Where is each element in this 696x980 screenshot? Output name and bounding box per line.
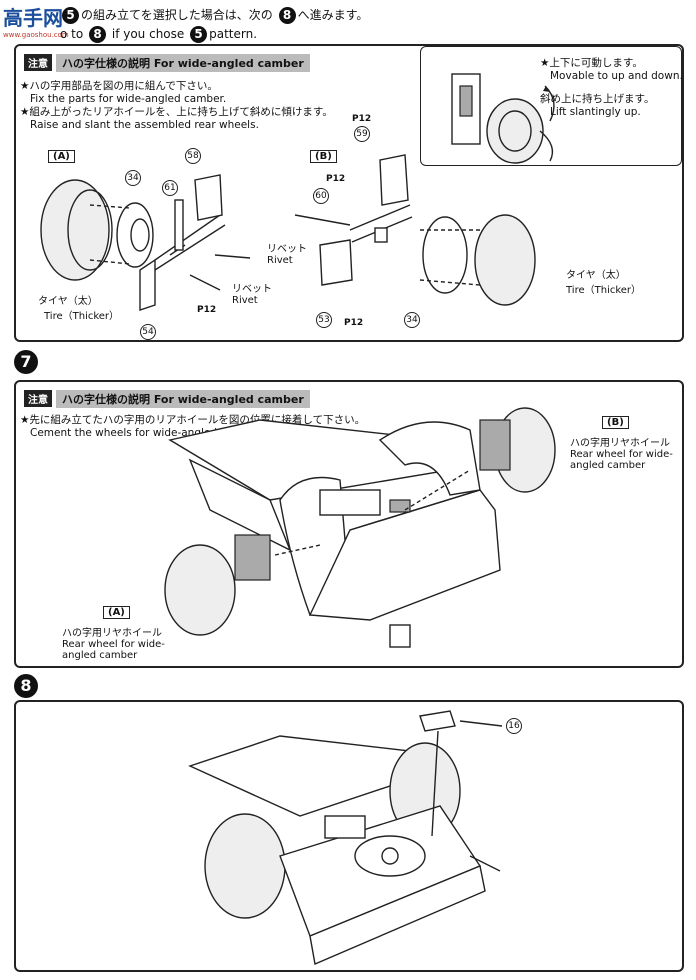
variant-a-label: (A) [48,150,75,163]
inset-box [420,46,682,166]
step-ref-icon: 5 [190,26,208,43]
part-60: 60 [313,188,329,204]
step-7-chassis-illustration [164,407,556,648]
page-ref: P12 [352,114,372,124]
step-ref-icon: 8 [89,26,107,43]
note-header: 注意ハの字仕様の説明 For wide-angled camber [24,54,310,72]
part-58: 58 [185,148,201,164]
rivet-label-b: リベット Rivet [267,244,307,266]
part-34: 34 [125,170,141,186]
instructions: ★ハの字用部品を図の用に組んで下さい。 Fix the parts for wi… [20,80,333,131]
rear-wheel-label-a: ハの字用リヤホイール Rear wheel for wide- angled c… [62,628,165,661]
wide-camber-panel [14,44,684,342]
part-16: 16 [506,718,522,734]
variant-b-label: (B) [602,416,629,429]
tire-label-a: タイヤ（太） Tire（Thicker） [38,296,120,322]
rivet-label-a: リベット Rivet [232,284,272,306]
site-logo: 高手网 www.gaoshou.com [3,6,69,39]
assembly-a-illustration [40,174,251,311]
part-34: 34 [404,312,420,328]
step-8-badge: 8 [14,674,38,698]
page-ref: P12 [197,305,217,315]
variant-a-label: (A) [103,606,130,619]
page-ref: P12 [344,318,364,328]
inset-illustration [451,73,555,164]
tire-label-b: タイヤ（太） Tire（Thicker） [566,270,642,296]
assembly-b-illustration [294,154,536,306]
variant-b-label: (B) [310,150,337,163]
step-ref-icon: 5 [62,7,79,24]
inset-text: ★上下に可動します。 Movable to up and down. 斜め上に持… [540,57,683,118]
part-53: 53 [316,312,332,328]
part-61: 61 [162,180,178,196]
step-7-panel [14,380,684,668]
page-ref: P12 [326,174,346,184]
rear-wheel-label-b: ハの字用リヤホイール Rear wheel for wide- angled c… [570,438,673,471]
step-ref-icon: 8 [278,7,296,24]
step-7-badge: 7 [14,350,38,374]
note-header: 注意ハの字仕様の説明 For wide-angled camber [24,390,310,408]
part-59: 59 [354,126,370,142]
part-54: 54 [140,324,156,340]
step-8-chassis-illustration [188,710,503,965]
step-8-panel [14,700,684,972]
